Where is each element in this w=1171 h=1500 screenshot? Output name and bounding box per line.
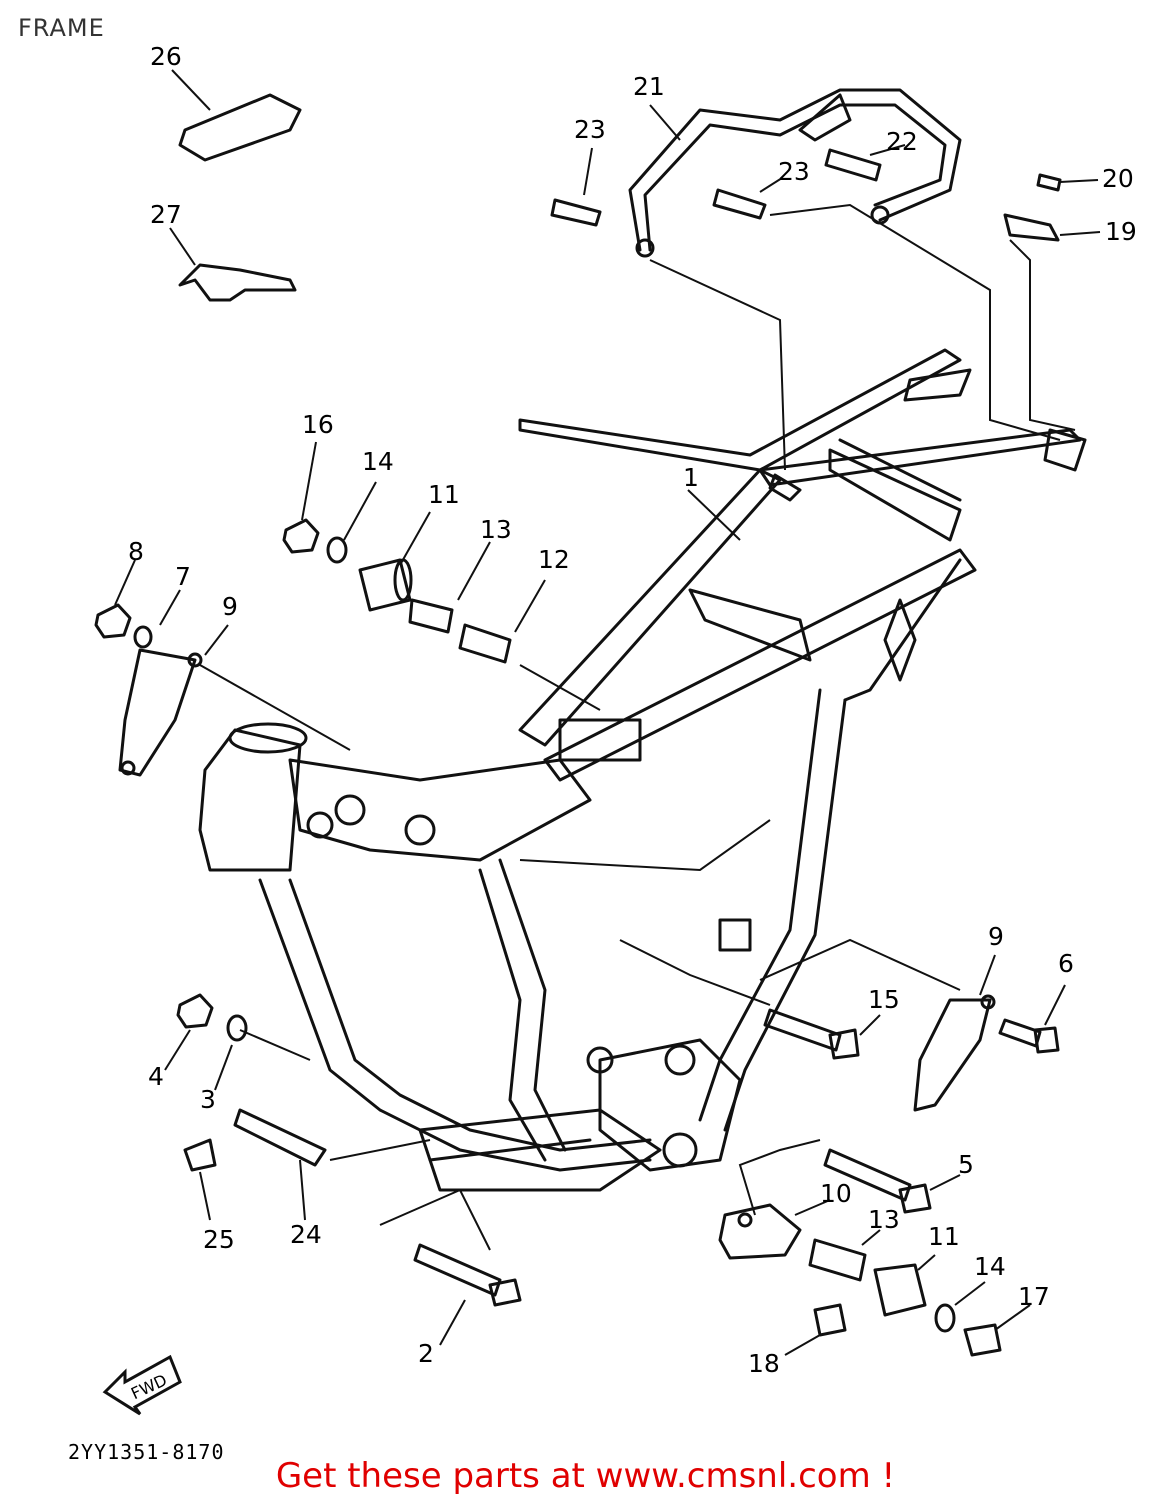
callout-2: 2: [418, 1339, 434, 1368]
callout-7: 7: [175, 562, 191, 591]
drawing-number: 2YY1351-8170: [68, 1440, 225, 1464]
bolt-23-left: [550, 198, 602, 227]
bracket-27: [178, 263, 297, 302]
callout-14-lower: 14: [974, 1252, 1006, 1281]
spacer-13-lower: [808, 1238, 867, 1282]
promo-banner[interactable]: Get these parts at www.cmsnl.com !: [275, 1456, 896, 1496]
nut-4: [176, 993, 214, 1029]
callout-10: 10: [820, 1179, 852, 1208]
cover-26: [178, 93, 302, 162]
main-frame: [198, 348, 1087, 1192]
callout-4: 4: [148, 1062, 164, 1091]
callout-3: 3: [200, 1085, 216, 1114]
spacer-13-upper: [408, 598, 454, 634]
callout-25: 25: [203, 1225, 235, 1254]
leader-lines: [114, 69, 1101, 1356]
callout-22: 22: [886, 127, 918, 156]
bracket-10: [718, 1203, 802, 1260]
engine-bracket-left: [118, 648, 203, 777]
callout-27: 27: [150, 200, 182, 229]
callout-9-right: 9: [988, 922, 1004, 951]
callout-11-lower: 11: [928, 1222, 960, 1251]
callout-24: 24: [290, 1220, 322, 1249]
bolt-2: [413, 1243, 522, 1307]
engine-bracket-right: [913, 994, 996, 1112]
callout-17: 17: [1018, 1282, 1050, 1311]
bolt-23-right: [712, 188, 767, 220]
callout-16: 16: [302, 410, 334, 439]
washer-14-lower: [934, 1303, 956, 1333]
callout-20: 20: [1102, 164, 1134, 193]
callout-18: 18: [748, 1349, 780, 1378]
callout-15: 15: [868, 985, 900, 1014]
bolt-22: [824, 148, 882, 182]
washer-3: [226, 1014, 248, 1042]
callout-1: 1: [683, 463, 699, 492]
washer-14-upper: [326, 536, 348, 564]
bolt-25: [183, 1138, 217, 1172]
callout-21: 21: [633, 72, 665, 101]
callout-labels: 1 2 3 4 5 6 7 8 9 9 10 11 11 12 13 13 14…: [128, 42, 1137, 1378]
callout-26: 26: [150, 42, 182, 71]
plate-24: [233, 1108, 327, 1167]
washer-7: [133, 625, 153, 649]
callout-19: 19: [1105, 217, 1137, 246]
forward-arrow-icon: FWD: [102, 1354, 182, 1416]
callout-14-upper: 14: [362, 447, 394, 476]
nut-16: [282, 518, 320, 554]
bolt-18: [813, 1303, 847, 1337]
bolt-5: [823, 1148, 932, 1214]
nut-8: [94, 603, 132, 639]
callout-12: 12: [538, 545, 570, 574]
callout-8: 8: [128, 537, 144, 566]
bolt-15: [763, 1008, 860, 1060]
bolt-6: [998, 1018, 1060, 1054]
screw-20: [1036, 173, 1062, 192]
callout-5: 5: [958, 1150, 974, 1179]
clip-19: [1003, 213, 1060, 242]
bolt-17: [963, 1323, 1002, 1357]
callout-6: 6: [1058, 949, 1074, 978]
bolt-12: [458, 623, 512, 664]
collar-11-upper: [358, 558, 413, 612]
callout-9-left: 9: [222, 592, 238, 621]
callout-13-lower: 13: [868, 1205, 900, 1234]
page-title: FRAME: [18, 14, 105, 42]
callout-23-right: 23: [778, 157, 810, 186]
collar-11-lower: [873, 1263, 927, 1317]
callout-23-left: 23: [574, 115, 606, 144]
callout-13-upper: 13: [480, 515, 512, 544]
callout-11-upper: 11: [428, 480, 460, 509]
